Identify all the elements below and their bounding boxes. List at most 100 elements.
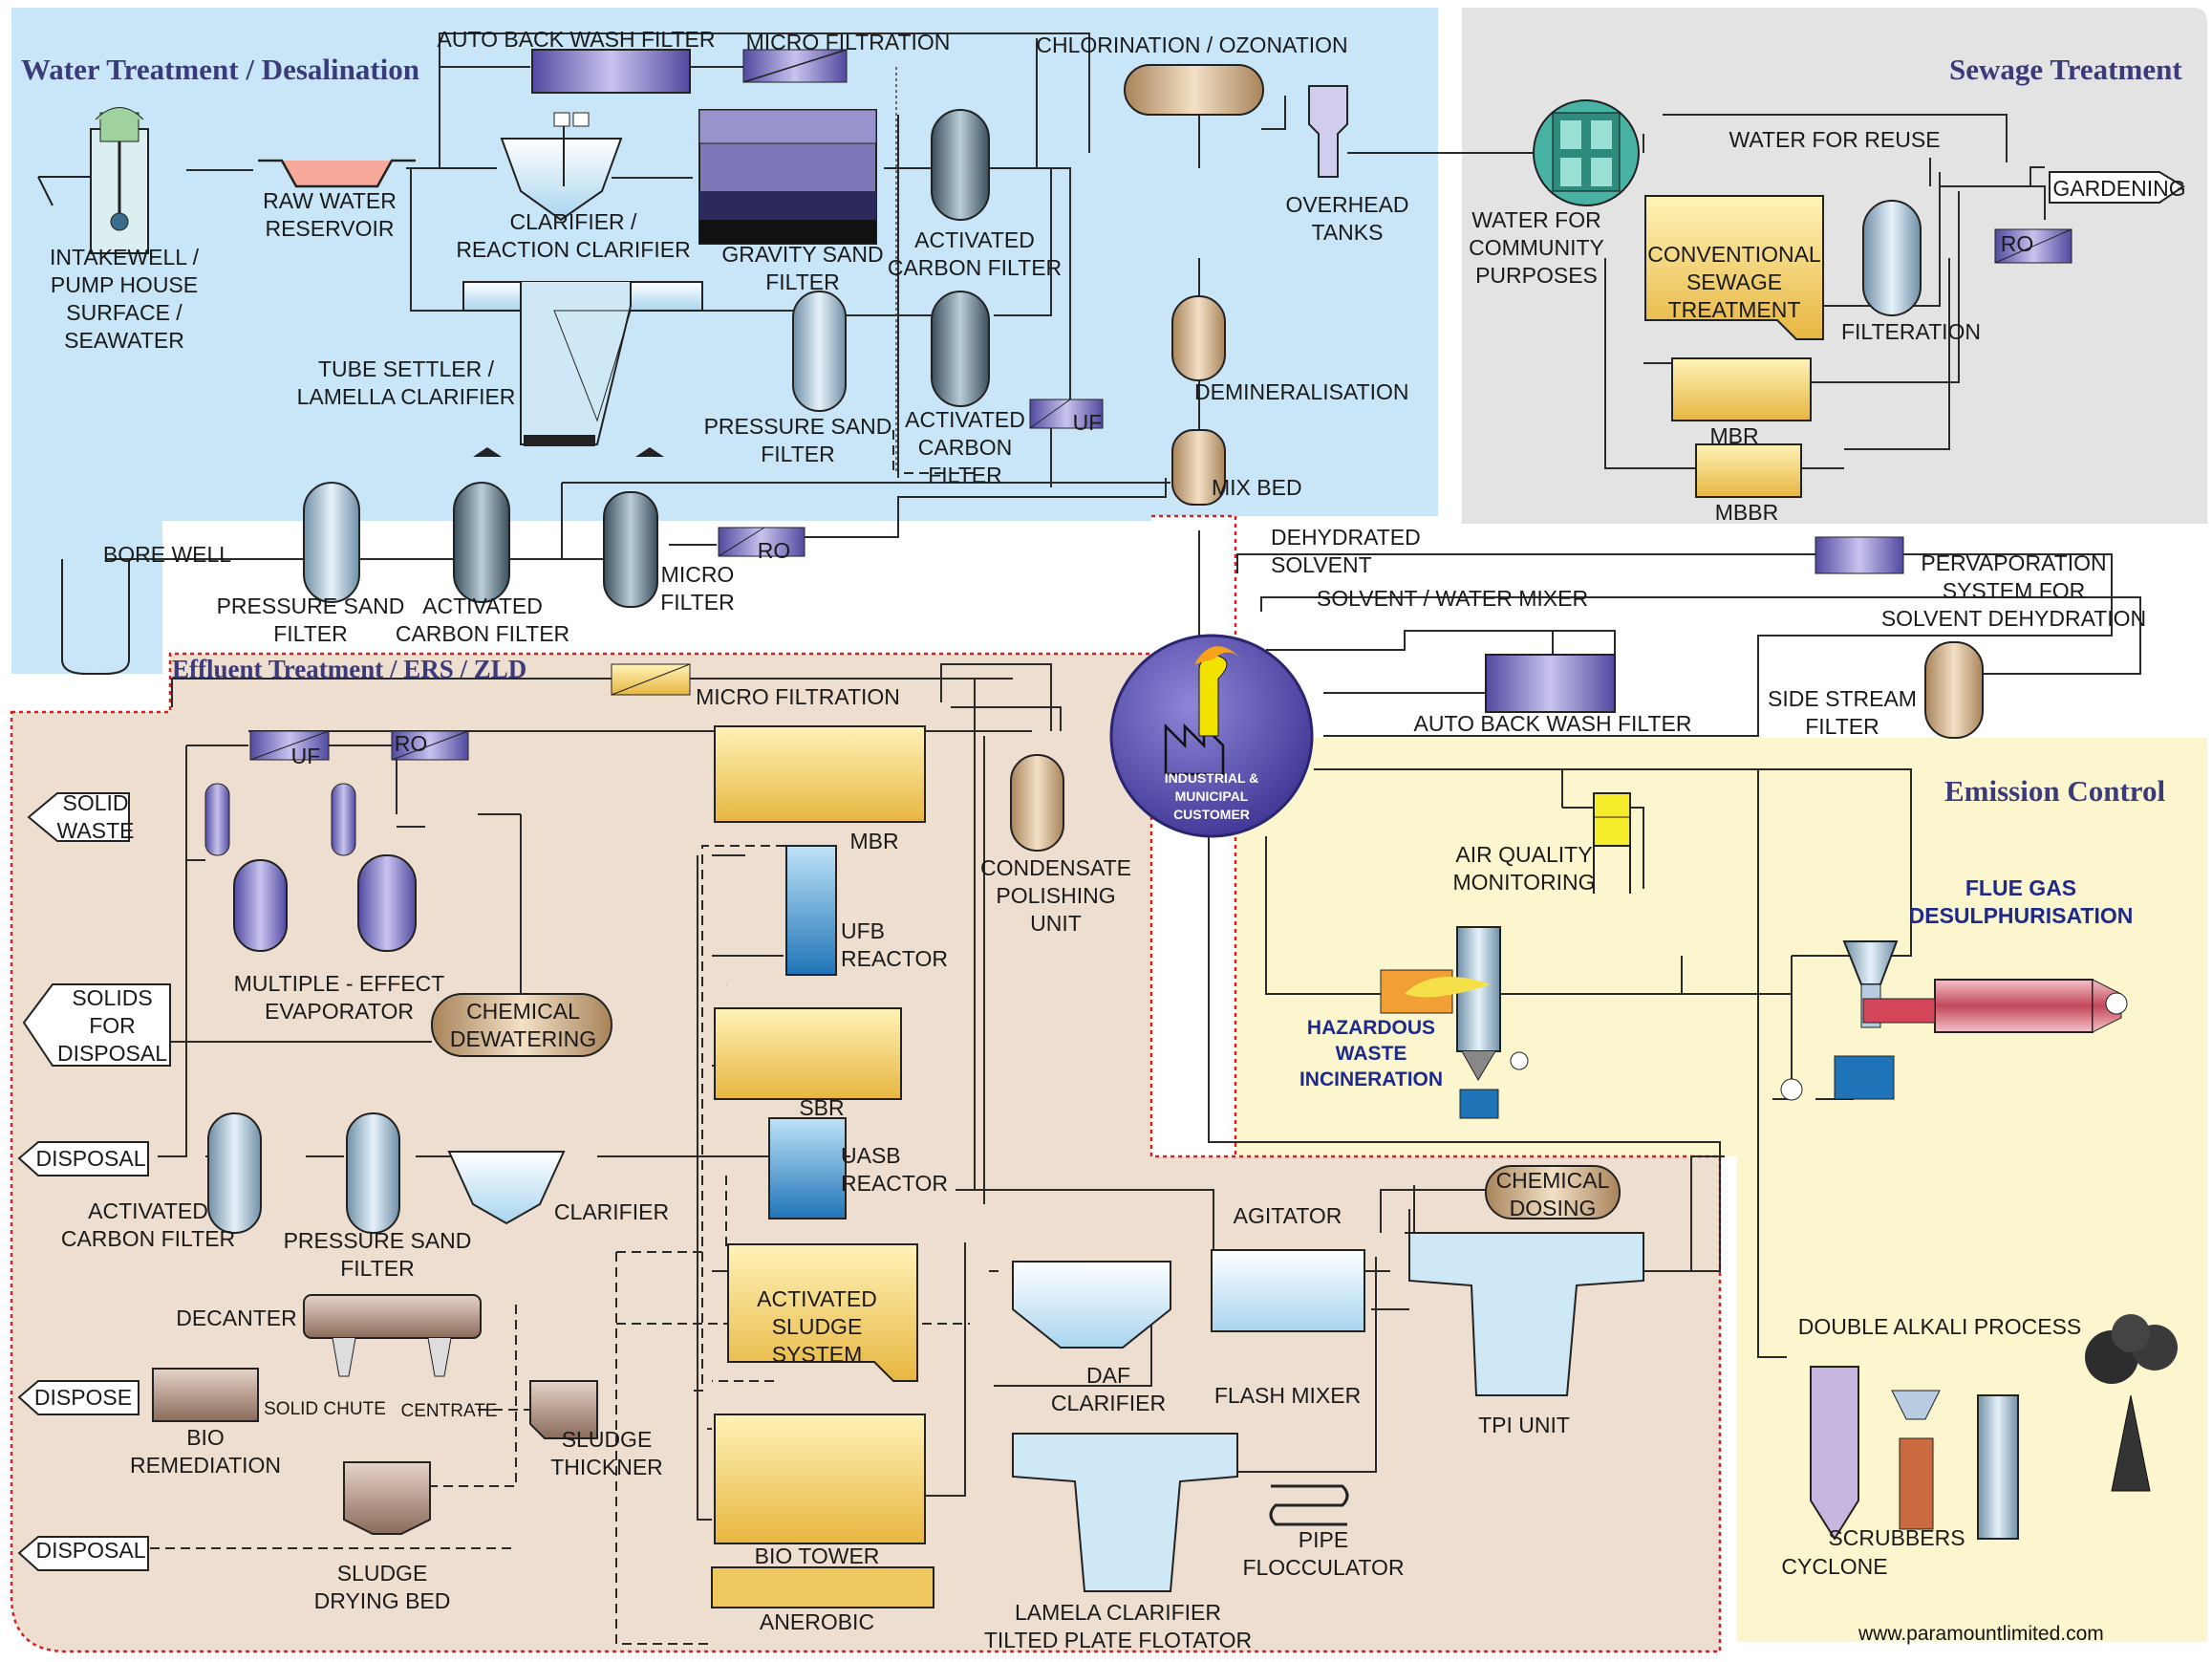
flue-gas-desulphurisation-icon <box>1780 940 2128 1101</box>
micro-filter-icon <box>603 491 658 608</box>
bore-well-icon <box>61 559 130 675</box>
community-building-icon <box>1533 99 1640 206</box>
tube-settler-icon <box>462 281 703 457</box>
label-dehydrated-solvent: DEHYDRATED SOLVENT <box>1271 525 1421 577</box>
label-evaporator: MULTIPLE - EFFECT EVAPORATOR <box>233 971 445 1024</box>
label-water-reuse: WATER FOR REUSE <box>1729 127 1941 152</box>
gardening-arrow-icon <box>2049 171 2185 204</box>
incinerator-icon <box>1380 926 1529 1119</box>
disposal-arrow-icon <box>17 1141 149 1176</box>
ro-icon <box>718 527 805 557</box>
label-auto-back-wash: AUTO BACK WASH FILTER <box>437 27 716 52</box>
activated-carbon-filter-icon <box>207 1112 262 1234</box>
bio-remediation-icon <box>152 1368 259 1422</box>
gravity-sand-filter-icon <box>698 109 877 245</box>
chemical-dosing-icon <box>1485 1165 1621 1220</box>
activated-carbon-filter-icon <box>931 291 990 407</box>
label-demineralisation: DEMINERALISATION <box>1194 379 1409 404</box>
overhead-tank-icon <box>1308 85 1348 178</box>
auto-back-wash-filter-icon <box>1485 654 1616 713</box>
label-chemical-dewatering: CHEMICAL DEWATERING <box>449 999 597 1051</box>
label-ro: RO <box>757 538 791 563</box>
label-bio-tower: BIO TOWER <box>754 1543 880 1568</box>
activated-carbon-filter-icon <box>931 109 990 221</box>
label-eff-mbr: MBR <box>849 829 899 853</box>
label-mbbr: MBBR <box>1714 500 1779 525</box>
label-condensate: CONDENSATE POLISHING UNIT <box>979 855 1132 936</box>
label-activated-carbon-1: ACTIVATED CARBON FILTER <box>887 227 1063 280</box>
pipe-flocculator-icon <box>1269 1484 1349 1526</box>
ufb-reactor-icon <box>785 845 837 976</box>
label-activated-sludge: ACTIVATED SLUDGE SYSTEM <box>757 1286 877 1367</box>
label-bore-well: BORE WELL <box>102 542 232 567</box>
label-eff-pressure-sand: PRESSURE SAND FILTER <box>283 1228 472 1281</box>
label-daf: DAF CLARIFIER <box>1050 1363 1167 1415</box>
activated-carbon-filter-icon <box>453 482 510 603</box>
demineralisation-icon <box>1171 295 1226 381</box>
label-eff-micro-filtration: MICRO FILTRATION <box>696 684 900 709</box>
label-side-stream: SIDE STREAM FILTER <box>1768 686 1917 739</box>
mbbr-icon <box>1695 443 1802 498</box>
label-sludge-drying: SLUDGE DRYING BED <box>313 1561 451 1613</box>
label-gardening: GARDENING <box>2052 176 2186 201</box>
section-title-effluent: Effluent Treatment / ERS / ZLD <box>172 655 527 683</box>
section-title-sewage: Sewage Treatment <box>1949 53 2182 86</box>
label-sewage-ro: RO <box>2000 231 2034 256</box>
label-filteration: FILTERATION <box>1840 319 1982 344</box>
lamela-clarifier-icon <box>1012 1433 1238 1592</box>
uf-icon <box>1029 399 1104 429</box>
mbr-icon <box>1671 357 1812 421</box>
label-sludge-thickner: SLUDGE THICKNER <box>550 1427 663 1479</box>
label-disposal-2: DISPOSAL <box>35 1538 146 1563</box>
label-centrate: CENTRATE <box>400 1401 498 1421</box>
label-solid-waste: SOLID WASTE <box>56 790 135 843</box>
label-intakewell: INTAKEWELL / PUMP HOUSE SURFACE / SEAWAT… <box>50 245 199 353</box>
label-air-quality: AIR QUALITY MONITORING <box>1452 842 1596 895</box>
label-chlorination: CHLORINATION / OZONATION <box>1036 32 1348 57</box>
uasb-reactor-icon <box>768 1117 847 1220</box>
label-gravity-sand: GRAVITY SAND FILTER <box>721 242 884 294</box>
label-decanter: DECANTER <box>176 1306 297 1330</box>
label-uasb: UASB REACTOR <box>841 1143 949 1196</box>
label-solvent-mixer: SOLVENT / WATER MIXER <box>1316 586 1589 611</box>
label-clarifier: CLARIFIER / REACTION CLARIFIER <box>456 209 691 262</box>
section-title-water: Water Treatment / Desalination <box>21 53 420 86</box>
flash-mixer-icon <box>1211 1249 1365 1332</box>
label-agitator: AGITATOR <box>1233 1203 1342 1228</box>
label-disposal-1: DISPOSAL <box>35 1146 146 1171</box>
label-tpi: TPI UNIT <box>1478 1413 1570 1437</box>
label-fgd: FLUE GAS DESULPHURISATION <box>1908 875 2134 928</box>
tpi-unit-icon <box>1408 1232 1644 1396</box>
conventional-treatment-icon <box>1644 195 1824 340</box>
label-pipe-flocculator: PIPE FLOCCULATOR <box>1242 1527 1405 1580</box>
label-mbr: MBR <box>1709 423 1759 448</box>
clarifier-icon <box>447 1151 566 1225</box>
label-pressure-sand-1: PRESSURE SAND FILTER <box>703 414 892 466</box>
label-eff-uf: UF <box>290 744 321 768</box>
label-sbr: SBR <box>799 1095 845 1120</box>
label-hazardous: HAZARDOUS WASTE INCINERATION <box>1299 1017 1444 1090</box>
label-mix-bed: MIX BED <box>1212 475 1302 500</box>
label-solids-disposal: SOLIDS FOR DISPOSAL <box>56 985 168 1066</box>
filteration-icon <box>1862 200 1922 316</box>
label-flash-mixer: FLASH MIXER <box>1213 1383 1362 1408</box>
condensate-polishing-icon <box>1010 754 1064 852</box>
solid-waste-arrow-icon <box>27 792 130 842</box>
label-activated-carbon-2: ACTIVATED CARBON FILTER <box>905 407 1025 487</box>
sludge-thickner-icon <box>529 1380 598 1439</box>
label-cyclone: CYCLONE <box>1781 1554 1888 1579</box>
label-eff-clarifier: CLARIFIER <box>553 1199 670 1224</box>
chlorination-tank-icon <box>1124 64 1264 116</box>
disposal-arrow-icon <box>17 1536 149 1571</box>
pressure-sand-filter-icon <box>346 1112 400 1234</box>
solids-disposal-arrow-icon <box>22 983 171 1067</box>
reservoir-icon <box>258 159 416 188</box>
label-chemical-dosing: CHEMICAL DOSING <box>1495 1168 1610 1220</box>
evaporator-icon <box>204 783 417 952</box>
dispose-arrow-icon <box>17 1380 140 1415</box>
label-bio-remediation: BIO REMEDIATION <box>129 1425 282 1478</box>
website-text: www.paramountlimited.com <box>1858 1623 2104 1645</box>
label-pervaporation: PERVAPORATION SYSTEM FOR SOLVENT DEHYDRA… <box>1880 550 2147 631</box>
intakewell-icon <box>37 107 149 254</box>
